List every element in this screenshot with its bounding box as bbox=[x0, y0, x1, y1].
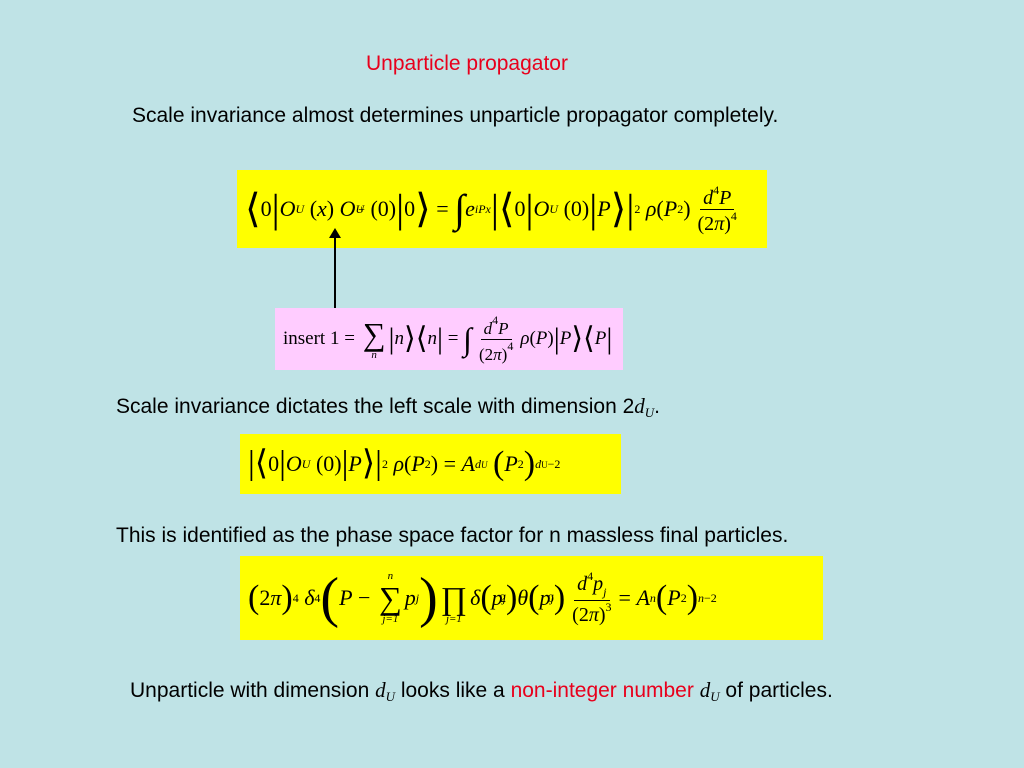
conclusion-sub-2: U bbox=[710, 689, 720, 704]
insert-identity-equation: insert 1 = ∑n|n⟩⟨n| = ∫ d4P(2π)4 ρ(P)|P⟩… bbox=[283, 312, 613, 364]
conclusion-text-3: of particles. bbox=[719, 679, 833, 702]
arrow-up-icon bbox=[329, 228, 341, 238]
scale-dimension-suffix: . bbox=[654, 395, 661, 418]
dimension-var: d bbox=[634, 394, 645, 418]
scale-dimension-line: Scale invariance dictates the left scale… bbox=[116, 394, 660, 421]
conclusion-var-2: d bbox=[699, 678, 711, 702]
arrow-shaft bbox=[334, 234, 336, 308]
conclusion-sub-1: U bbox=[385, 689, 395, 704]
conclusion-text-2: looks like a bbox=[395, 679, 511, 702]
slide-title: Unparticle propagator bbox=[366, 52, 568, 75]
intro-line: Scale invariance almost determines unpar… bbox=[132, 104, 779, 127]
non-integer-highlight: non-integer number bbox=[510, 679, 694, 702]
insert-identity-box: insert 1 = ∑n|n⟩⟨n| = ∫ d4P(2π)4 ρ(P)|P⟩… bbox=[275, 308, 623, 370]
phase-space-line: This is identified as the phase space fa… bbox=[116, 524, 789, 547]
conclusion-text-1: Unparticle with dimension bbox=[130, 679, 376, 702]
conclusion-var-1: d bbox=[375, 678, 386, 702]
dimension-sub: U bbox=[644, 405, 655, 420]
scale-dimension-text: Scale invariance dictates the left scale… bbox=[116, 395, 635, 418]
conclusion-line: Unparticle with dimension dU looks like … bbox=[130, 678, 833, 705]
